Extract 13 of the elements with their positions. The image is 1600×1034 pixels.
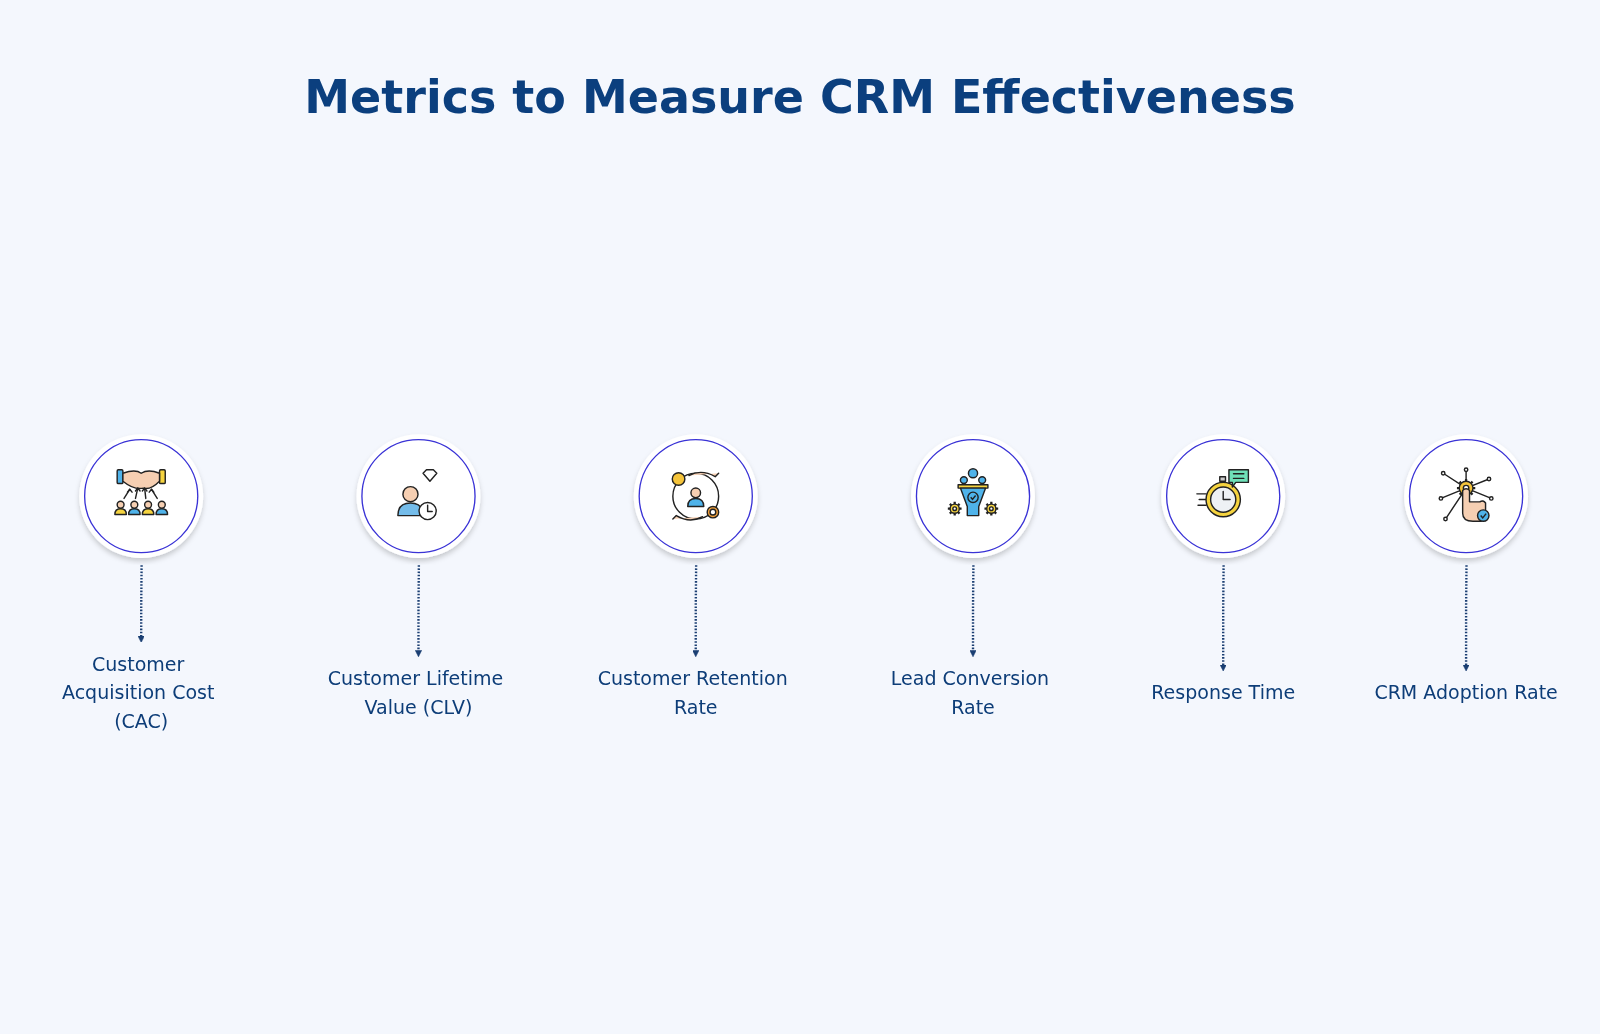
arrow	[969, 565, 977, 658]
arrow	[415, 565, 422, 658]
node-text: CRM Adoption Rate	[1374, 682, 1558, 705]
node-text: Customer Retention Rate	[597, 667, 788, 719]
title: Metrics to Measure CRM Effectiveness	[304, 69, 1296, 124]
node-text: Customer Acquisition Cost (CAC)	[61, 653, 215, 733]
arrow	[1462, 565, 1470, 672]
arrow	[692, 565, 700, 658]
arrow	[137, 565, 145, 643]
node-text: Response Time	[1151, 682, 1296, 705]
arrow	[1219, 565, 1227, 672]
node-text: Customer Lifetime Value (CLV)	[327, 667, 504, 719]
node-text: Lead Conversion Rate	[890, 667, 1050, 719]
